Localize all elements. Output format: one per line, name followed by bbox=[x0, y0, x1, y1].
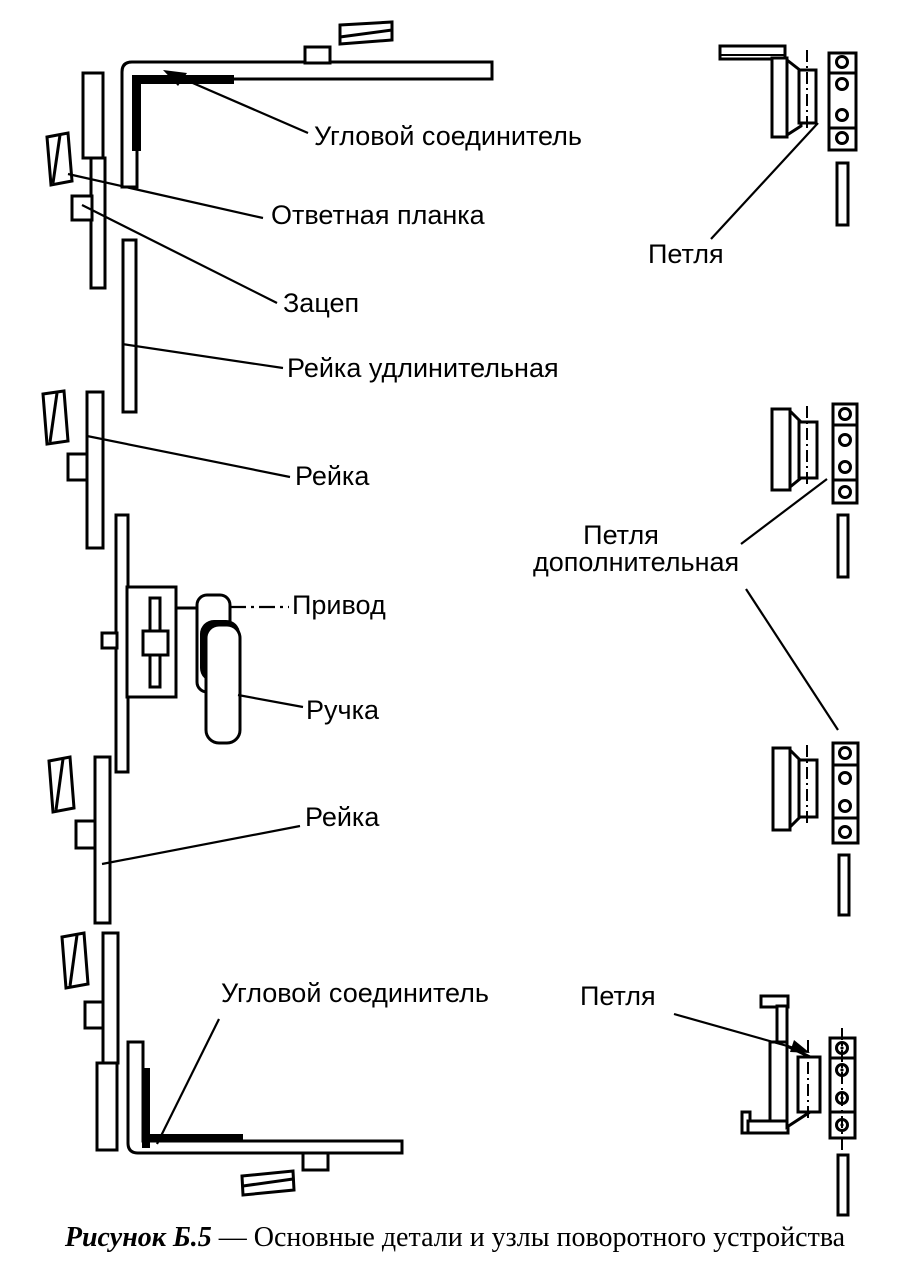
figure-caption-dash: — bbox=[218, 1222, 247, 1253]
label-extension-rail: Рейка удлинительная bbox=[287, 353, 559, 383]
label-hinge-additional: Петля дополнительная bbox=[533, 520, 739, 576]
label-hinge-top: Петля bbox=[648, 239, 724, 269]
figure-caption-number: Рисунок Б.5 bbox=[64, 1222, 212, 1253]
label-rail-upper: Рейка bbox=[295, 461, 370, 491]
leader-lines bbox=[67, 70, 839, 1145]
handle-drawing bbox=[195, 593, 242, 745]
hinge-bottom-drawing bbox=[740, 994, 857, 1217]
label-rail-lower: Рейка bbox=[305, 802, 380, 832]
label-hinge-bottom: Петля bbox=[580, 981, 656, 1011]
label-strike-plate: Ответная планка bbox=[271, 200, 485, 230]
hinge-additional-1-drawing bbox=[770, 402, 859, 579]
label-hinge-additional-line1: Петля bbox=[583, 520, 659, 550]
corner-connector-bottom-drawing bbox=[60, 931, 404, 1197]
label-hinge-additional-line2: дополнительная bbox=[533, 547, 740, 577]
hinge-additional-2-drawing bbox=[771, 741, 860, 917]
extension-rail-drawing bbox=[121, 238, 138, 414]
corner-connector-top-drawing bbox=[120, 20, 494, 189]
rail-upper-drawing bbox=[41, 389, 105, 550]
hinge-top-drawing bbox=[718, 44, 858, 227]
figure-caption-text: Основные детали и узлы поворотного устро… bbox=[253, 1222, 846, 1253]
label-catch: Зацеп bbox=[283, 288, 360, 318]
catch-drawing bbox=[70, 194, 94, 222]
rail-lower-drawing bbox=[47, 755, 112, 925]
label-corner-connector-top: Угловой соединитель bbox=[314, 121, 582, 151]
label-drive: Привод bbox=[292, 590, 386, 620]
strike-plate-drawing bbox=[45, 71, 107, 290]
label-handle: Ручка bbox=[306, 695, 379, 725]
figure-caption: Рисунок Б.5 — Основные детали и узлы пов… bbox=[0, 1222, 910, 1254]
drive-drawing bbox=[100, 513, 198, 774]
label-corner-connector-bottom: Угловой соединитель bbox=[221, 978, 489, 1008]
